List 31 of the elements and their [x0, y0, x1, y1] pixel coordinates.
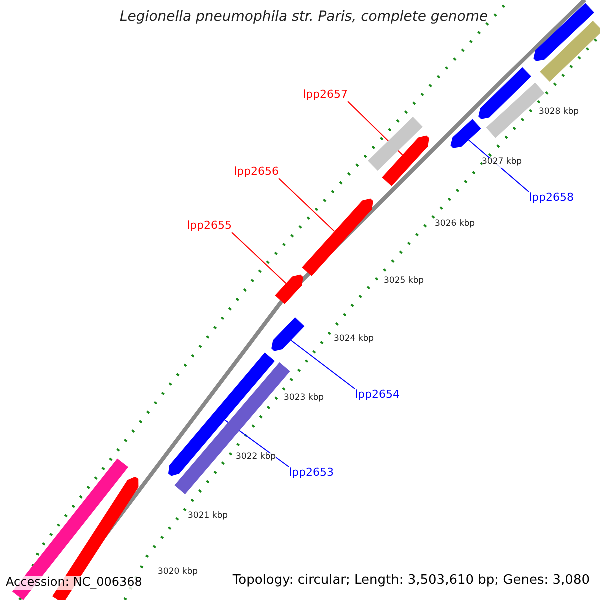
- title: Legionella pneumophila str. Paris, complete genome: [120, 9, 488, 26]
- scale-label: 3026 kbp: [435, 220, 476, 230]
- gene-feature-bar: [168, 352, 275, 476]
- gene-label: lpp2658: [529, 192, 574, 205]
- gene-feature-bar: [302, 198, 374, 276]
- scale-label: 3022 kbp: [236, 453, 276, 463]
- scale-label: 3021 kbp: [188, 512, 228, 522]
- gene-feature-bar: [540, 21, 600, 82]
- genome-info-text: Topology: circular; Length: 3,503,610 bp; Genes: 3,080: [232, 574, 590, 589]
- gene-label: lpp2656: [234, 166, 280, 179]
- gene-label: lpp2655: [187, 220, 232, 233]
- scale-label: 3023 kbp: [284, 394, 324, 404]
- scale-label: 3024 kbp: [334, 335, 374, 345]
- scale-label: 3028 kbp: [539, 108, 580, 118]
- gene-feature-bar: [275, 274, 304, 304]
- gene-feature-bar: [368, 117, 423, 171]
- gene-label: lpp2653: [289, 467, 334, 480]
- leader-line: [278, 178, 336, 232]
- gene-feature-bar: [478, 67, 532, 120]
- gene-feature-bar: [382, 136, 430, 186]
- leader-line: [290, 340, 356, 390]
- accession-text: Accession: NC_006368: [6, 576, 142, 590]
- gene-feature-bar: [534, 3, 594, 62]
- gene-label: lpp2657: [303, 89, 348, 102]
- gene-feature-bar: [450, 119, 482, 148]
- gene-feature-bar: [272, 318, 305, 352]
- scale-label: 3020 kbp: [158, 568, 198, 578]
- scale-label: 3027 kbp: [482, 158, 522, 168]
- gene-label: lpp2654: [355, 389, 400, 402]
- leader-line: [232, 232, 287, 284]
- scale-label: 3025 kbp: [384, 277, 424, 287]
